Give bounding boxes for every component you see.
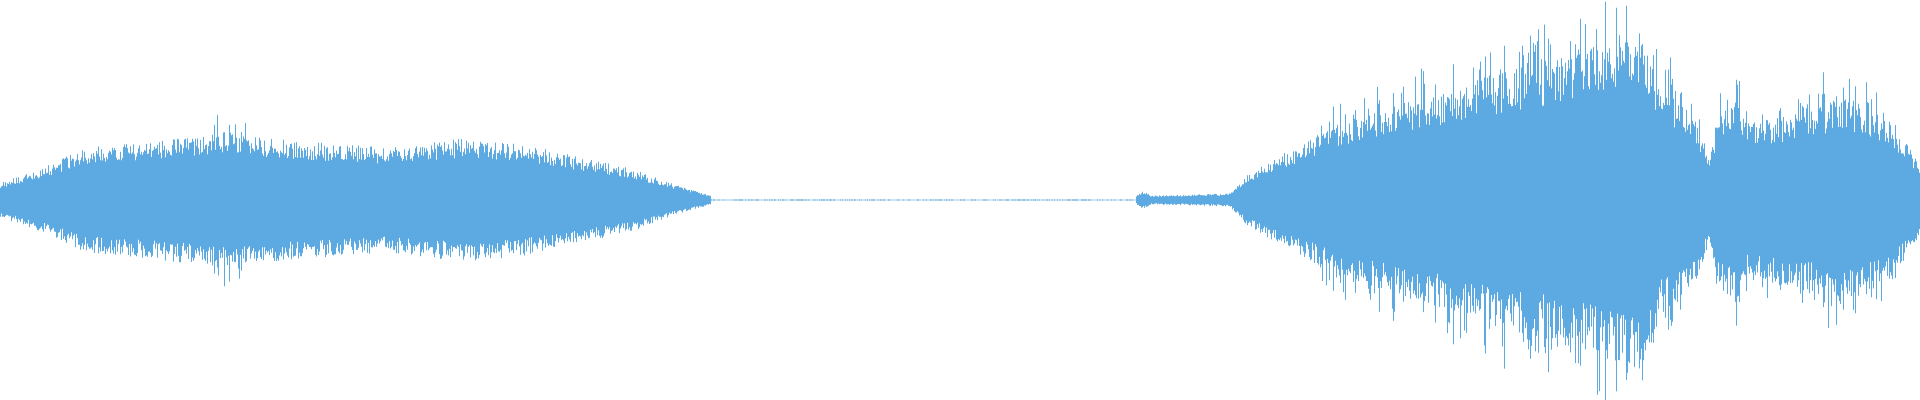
waveform-plot (0, 1, 1920, 400)
waveform-trace (0, 1, 1920, 400)
waveform-samples (0, 1, 1920, 400)
audio-waveform[interactable] (0, 0, 1920, 400)
